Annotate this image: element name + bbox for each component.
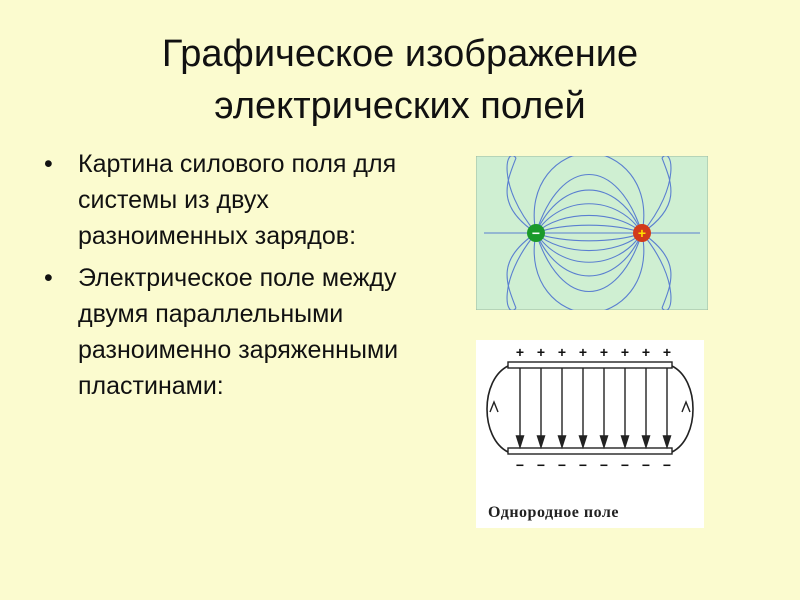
- top-plate: [507, 361, 673, 369]
- bottom-plate: [507, 447, 673, 455]
- minus-sign: −: [558, 457, 566, 473]
- bullet-text-plates: Электрическое поле между двумя параллель…: [78, 264, 399, 400]
- left-fringe-line: [486, 365, 509, 453]
- plate-minus-signs: −−−−−−−−: [516, 457, 671, 473]
- slide-title: Графическое изображение электрических по…: [0, 28, 800, 132]
- field-arrow-head-icon: [599, 435, 609, 450]
- minus-sign: −: [537, 457, 545, 473]
- field-line: [535, 214, 643, 234]
- left-fringe-arrow-icon: [489, 400, 499, 413]
- uniform-field-figure: ++++++++ −−−−−−−− Однородное поле: [476, 340, 704, 528]
- field-line: [535, 203, 643, 234]
- field-line: [641, 157, 672, 234]
- minus-sign: −: [516, 457, 524, 473]
- dipole-field-diagram: − +: [475, 152, 709, 314]
- field-line: [535, 232, 643, 242]
- field-arrow-head-icon: [620, 435, 630, 450]
- plates-field-diagram: ++++++++ −−−−−−−−: [486, 344, 694, 473]
- field-line: [535, 189, 643, 234]
- bullet-dot-icon: •: [44, 264, 53, 292]
- positive-charge-sign: +: [638, 225, 646, 241]
- plates-caption: Однородное поле: [488, 504, 619, 521]
- right-fringe-arrow-icon: [681, 400, 691, 413]
- field-line: [535, 174, 643, 234]
- plus-sign: +: [642, 344, 650, 360]
- minus-sign: −: [663, 457, 671, 473]
- plate-plus-signs: + + + + + + + +: [516, 344, 671, 360]
- minus-sign: −: [621, 457, 629, 473]
- field-line: [641, 232, 672, 309]
- title-line-2: электрических полей: [214, 85, 586, 127]
- field-line: [506, 157, 537, 234]
- field-line: [641, 155, 672, 234]
- bullet-text-dipole: Картина силового поля для системы из дву…: [78, 150, 397, 250]
- field-line: [535, 232, 643, 263]
- field-lines: [484, 152, 700, 314]
- plus-sign: +: [537, 344, 545, 360]
- minus-sign: −: [579, 457, 587, 473]
- plus-sign: +: [621, 344, 629, 360]
- negative-charge-sign: −: [532, 225, 540, 241]
- field-line: [535, 232, 643, 252]
- field-line: [535, 232, 643, 292]
- field-arrow-head-icon: [536, 435, 546, 450]
- field-arrow-head-icon: [557, 435, 567, 450]
- minus-sign: −: [600, 457, 608, 473]
- field-line: [535, 232, 643, 277]
- plus-sign: +: [558, 344, 566, 360]
- field-arrow-head-icon: [641, 435, 651, 450]
- bullet-dot-icon: •: [44, 150, 53, 178]
- right-fringe-line: [671, 365, 694, 453]
- field-line: [506, 155, 537, 234]
- field-arrows: [515, 368, 672, 450]
- plus-sign: +: [663, 344, 671, 360]
- minus-sign: −: [642, 457, 650, 473]
- bullet-list: • Картина силового поля для системы из д…: [44, 146, 414, 410]
- negative-charge-icon: [527, 224, 545, 242]
- field-arrow-head-icon: [515, 435, 525, 450]
- plus-sign: +: [579, 344, 587, 360]
- plus-sign: +: [600, 344, 608, 360]
- dipole-field-figure: − +: [475, 152, 709, 314]
- bullet-item-plates: • Электрическое поле между двумя паралле…: [44, 260, 414, 404]
- field-line: [506, 232, 537, 309]
- field-arrow-head-icon: [578, 435, 588, 450]
- field-arrow-head-icon: [662, 435, 672, 450]
- positive-charge-icon: [633, 224, 651, 242]
- plus-sign: +: [516, 344, 524, 360]
- bullet-item-dipole: • Картина силового поля для системы из д…: [44, 146, 414, 254]
- field-line: [535, 224, 643, 234]
- title-line-1: Графическое изображение: [161, 33, 639, 75]
